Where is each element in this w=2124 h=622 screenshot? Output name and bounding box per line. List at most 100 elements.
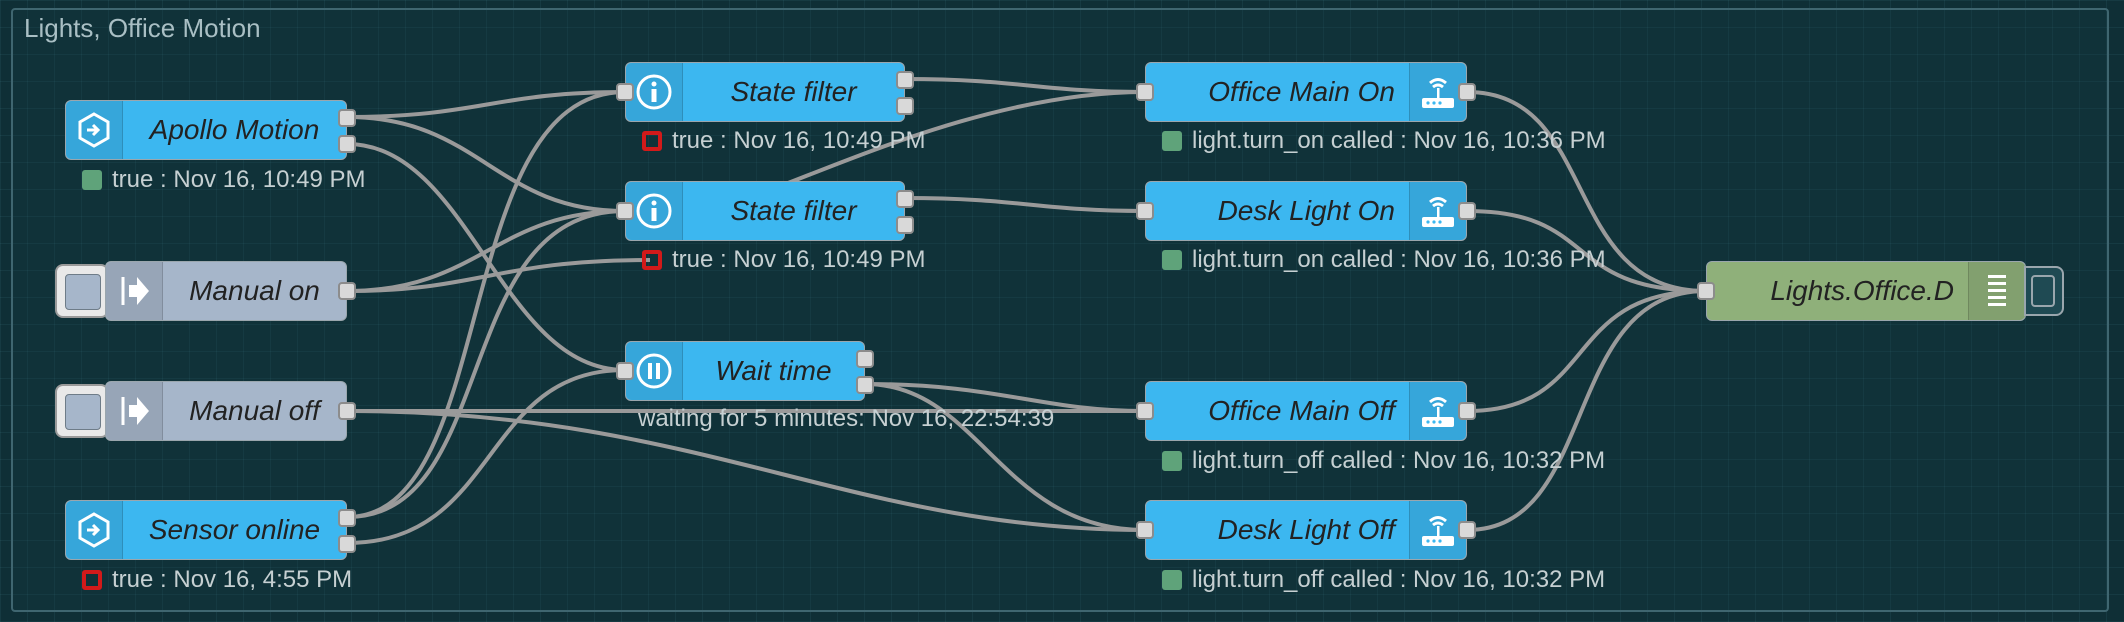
group-label: Lights, Office Motion [24, 13, 261, 43]
node-label: Lights.Office.D [1770, 275, 1954, 306]
wire [346, 142, 626, 372]
node-label: Office Main On [1208, 76, 1395, 107]
wire [346, 115, 626, 213]
output-port[interactable] [896, 71, 914, 89]
node-label: Manual on [189, 275, 320, 306]
output-port[interactable] [1458, 521, 1476, 539]
status-dot [82, 570, 102, 590]
info-icon [626, 63, 683, 121]
list-icon [1968, 262, 2025, 320]
node-debug-lights-office[interactable]: Lights.Office.D [1697, 261, 2026, 321]
output-port[interactable] [338, 509, 356, 527]
router-icon [1409, 501, 1466, 559]
status-dot [1162, 250, 1182, 270]
status-state-filter: true : Nov 16, 10:49 PM [642, 127, 925, 155]
node-manual-on[interactable]: Manual on [105, 261, 356, 321]
pause-icon [626, 342, 683, 400]
router-icon [1409, 63, 1466, 121]
output-port[interactable] [338, 109, 356, 127]
status-office-main-off: light.turn_off called : Nov 16, 10:32 PM [1162, 447, 1605, 475]
status-text: true : Nov 16, 4:55 PM [112, 566, 353, 593]
node-state-filter[interactable]: State filter [616, 181, 914, 241]
input-port[interactable] [1136, 402, 1154, 420]
input-port[interactable] [1136, 202, 1154, 220]
wire [346, 90, 626, 519]
node-office-main-on[interactable]: Office Main On [1136, 62, 1476, 122]
output-port[interactable] [1458, 202, 1476, 220]
status-text: light.turn_off called : Nov 16, 10:32 PM [1192, 447, 1606, 474]
debug-toggle-button[interactable] [2024, 266, 2064, 316]
node-label: Apollo Motion [149, 114, 320, 145]
wire [904, 196, 1146, 213]
wire [904, 77, 1146, 94]
wire [346, 90, 626, 119]
node-label: State filter [730, 195, 857, 226]
router-icon [1409, 182, 1466, 240]
wire [346, 368, 626, 545]
wire [346, 209, 626, 293]
wire [1466, 209, 1707, 293]
status-text: true : Nov 16, 10:49 PM [672, 246, 926, 273]
status-text: true : Nov 16, 10:49 PM [672, 127, 926, 154]
status-dot [642, 131, 662, 151]
input-port[interactable] [1136, 83, 1154, 101]
inject-button[interactable] [55, 264, 109, 318]
node-manual-off[interactable]: Manual off [105, 381, 356, 441]
status-dot [82, 170, 102, 190]
ha-event-icon [66, 101, 123, 159]
output-port[interactable] [338, 135, 356, 153]
inject-arrow-icon [106, 382, 163, 440]
node-office-main-off[interactable]: Office Main Off [1136, 381, 1476, 441]
node-label: Office Main Off [1208, 395, 1395, 426]
input-port[interactable] [616, 362, 634, 380]
input-port[interactable] [1697, 282, 1715, 300]
node-label: Sensor online [148, 514, 321, 545]
status-text: true : Nov 16, 10:49 PM [112, 166, 366, 193]
node-label: Desk Light Off [1217, 514, 1395, 545]
input-port[interactable] [616, 202, 634, 220]
status-desk-light-off: light.turn_off called : Nov 16, 10:32 PM [1162, 566, 1605, 594]
output-port[interactable] [896, 216, 914, 234]
ha-event-icon [66, 501, 123, 559]
node-apollo-motion[interactable]: Apollo Motion [65, 100, 356, 160]
wire [1466, 289, 1707, 532]
status-office-main-on: light.turn_on called : Nov 16, 10:36 PM [1162, 127, 1606, 155]
wire [864, 382, 1146, 413]
node-state-filter[interactable]: State filter [616, 62, 914, 122]
wire [346, 258, 651, 293]
node-desk-light-on[interactable]: Desk Light On [1136, 181, 1476, 241]
output-port[interactable] [896, 190, 914, 208]
output-port[interactable] [338, 402, 356, 420]
status-dot [1162, 451, 1182, 471]
input-port[interactable] [1136, 521, 1154, 539]
node-label: Manual off [189, 395, 320, 426]
status-wait-time: waiting for 5 minutes: Nov 16, 22:54:39 [638, 405, 1054, 433]
status-text: waiting for 5 minutes: Nov 16, 22:54:39 [638, 405, 1055, 432]
status-text: light.turn_on called : Nov 16, 10:36 PM [1192, 127, 1606, 154]
output-port[interactable] [856, 376, 874, 394]
node-label: Desk Light On [1217, 195, 1395, 226]
output-port[interactable] [1458, 83, 1476, 101]
node-wait-time[interactable]: Wait time [616, 341, 874, 401]
node-label: Wait time [715, 355, 832, 386]
inject-button[interactable] [55, 384, 109, 438]
output-port[interactable] [856, 350, 874, 368]
wire [346, 209, 626, 519]
output-port[interactable] [338, 535, 356, 553]
status-dot [1162, 570, 1182, 590]
output-port[interactable] [896, 97, 914, 115]
status-dot [1162, 131, 1182, 151]
node-sensor-online[interactable]: Sensor online [65, 500, 356, 560]
inject-arrow-icon [106, 262, 163, 320]
wire [769, 90, 1146, 192]
input-port[interactable] [616, 83, 634, 101]
node-desk-light-off[interactable]: Desk Light Off [1136, 500, 1476, 560]
status-desk-light-on: light.turn_on called : Nov 16, 10:36 PM [1162, 246, 1606, 274]
status-sensor-online: true : Nov 16, 4:55 PM [82, 566, 352, 594]
status-apollo-motion: true : Nov 16, 10:49 PM [82, 166, 365, 194]
output-port[interactable] [338, 282, 356, 300]
status-dot [642, 250, 662, 270]
output-port[interactable] [1458, 402, 1476, 420]
router-icon [1409, 382, 1466, 440]
